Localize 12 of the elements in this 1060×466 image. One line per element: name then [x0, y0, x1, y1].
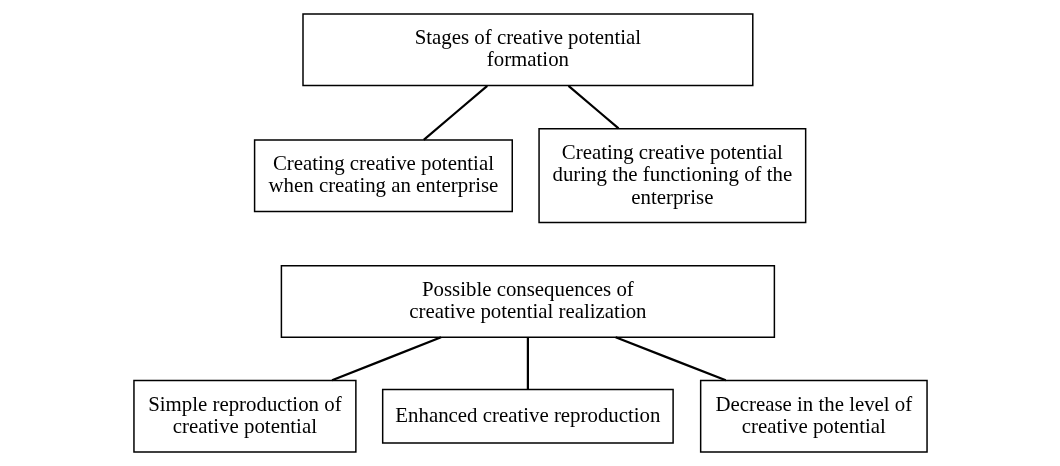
connector [614, 336, 726, 382]
node-box: Stages of creative potential formation [301, 13, 754, 87]
connector [526, 337, 529, 390]
node-box: Possible consequences of creative potential realization [280, 265, 775, 338]
connector [567, 85, 619, 130]
node-box: Simple reproduction of creative potential [132, 379, 357, 453]
node-box: Enhanced creative reproduction [381, 388, 674, 444]
node-box: Creating creative potential when creating an enterprise [253, 139, 513, 213]
node-box: Creating creative potential during the functioning of the enterprise [537, 128, 806, 224]
node-box: Decrease in the level of creative potential [699, 379, 928, 453]
connector [331, 336, 441, 382]
connector [422, 85, 488, 141]
